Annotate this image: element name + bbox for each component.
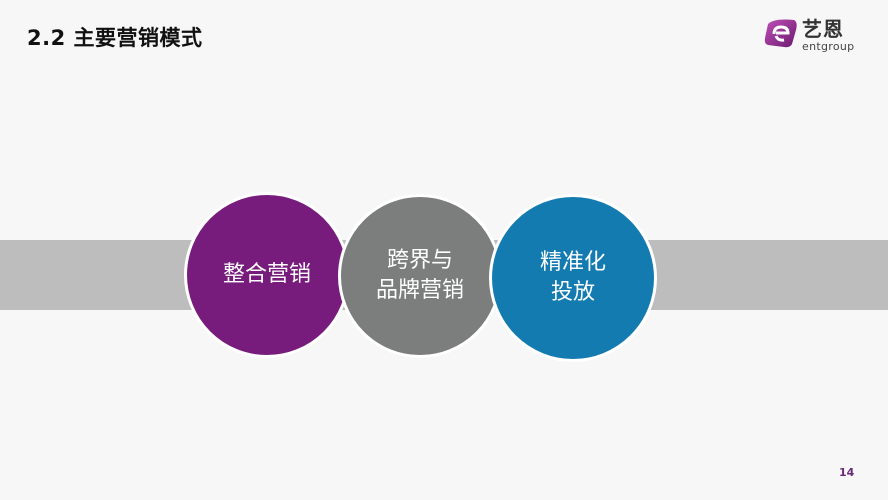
- logo-english-text: entgroup: [802, 40, 855, 53]
- page-number: 14: [839, 466, 855, 479]
- circle-integrated-marketing: 整合营销: [184, 192, 350, 358]
- circle-precision-placement: 精准化 投放: [489, 194, 657, 362]
- slide-title: 2.2 主要营销模式: [27, 26, 203, 50]
- circle-label: 整合营销: [222, 262, 311, 287]
- circle-crossover-brand-marketing: 跨界与 品牌营销: [338, 194, 502, 358]
- circle-label: 跨界与 品牌营销: [375, 248, 464, 303]
- entgroup-e-logo-icon: [764, 19, 797, 48]
- logo-chinese-text: 艺恩: [802, 17, 844, 41]
- entgroup-logo: 艺恩 entgroup: [764, 12, 884, 54]
- circle-label: 精准化 投放: [539, 250, 606, 305]
